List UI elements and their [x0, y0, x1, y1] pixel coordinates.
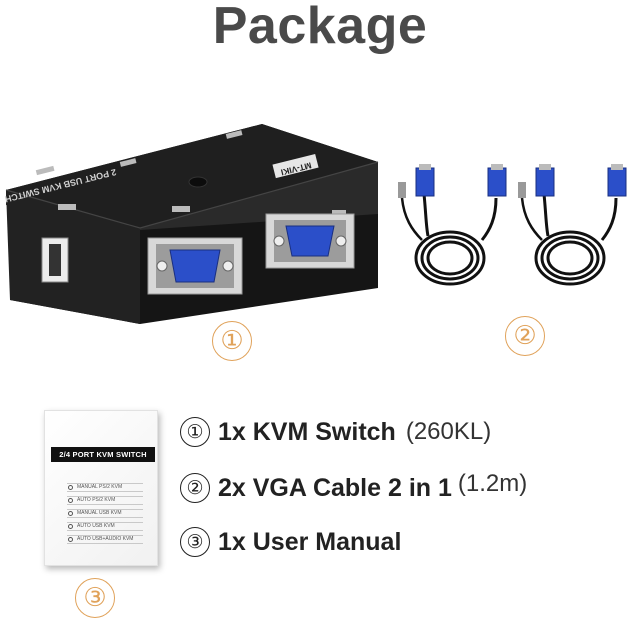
kvm-switch-image: 2 PORT USB KVM SWITCH MT-VIKI [0, 110, 390, 340]
manual-item: AUTO USB+AUDIO KVM [67, 535, 143, 544]
page-title: Package [212, 0, 428, 55]
manual-item: AUTO USB KVM [67, 522, 143, 531]
contents-note: (1.2m) [457, 470, 528, 497]
contents-text: 1x User Manual [218, 527, 402, 556]
contents-note: (260KL) [405, 418, 492, 445]
contents-text: 2x VGA Cable 2 in 1 [218, 473, 452, 502]
contents-item-user-manual: ③ 1x User Manual [180, 524, 401, 560]
vga-cable-image-2 [512, 160, 632, 300]
manual-item: MANUAL PS/2 KVM [67, 483, 143, 492]
marker-1: ① [212, 321, 252, 361]
contents-text: 1x KVM Switch [218, 417, 396, 446]
marker-3: ③ [75, 578, 115, 618]
contents-item-kvm-switch: ① 1x KVM Switch (260KL) [180, 414, 491, 450]
manual-title: 2/4 PORT KVM SWITCH [51, 447, 155, 462]
contents-item-vga-cable: ② 2x VGA Cable 2 in 1 (1.2m) [180, 470, 527, 506]
user-manual-image: 2/4 PORT KVM SWITCH MANUAL PS/2 KVM AUTO… [44, 410, 158, 566]
contents-marker: ① [180, 417, 210, 447]
marker-2: ② [505, 316, 545, 356]
contents-marker: ② [180, 473, 210, 503]
contents-marker: ③ [180, 527, 210, 557]
vga-cable-image-1 [392, 160, 512, 300]
manual-item: AUTO PS/2 KVM [67, 496, 143, 505]
manual-item: MANUAL USB KVM [67, 509, 143, 518]
